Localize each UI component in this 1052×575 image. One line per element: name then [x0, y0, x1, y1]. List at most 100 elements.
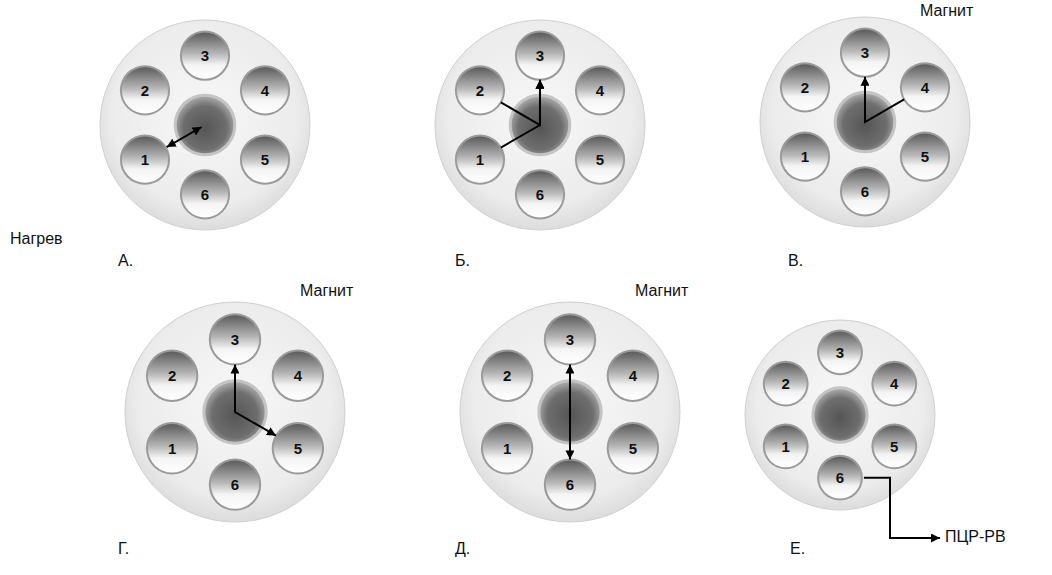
cartridge-disc-node: В.123456	[760, 17, 970, 227]
well-node: 1	[457, 137, 503, 183]
center-well-rim	[811, 386, 868, 443]
well-number: 3	[861, 45, 869, 60]
well-number: 5	[890, 439, 898, 454]
disc-body	[435, 20, 645, 230]
well-rim	[240, 135, 290, 185]
well-node: 1	[483, 424, 531, 472]
disc-body	[745, 320, 935, 510]
well-number: 3	[836, 345, 844, 360]
well-node: 5	[902, 134, 948, 180]
well-node: 6	[546, 460, 594, 508]
well-number: 2	[503, 368, 511, 383]
transfer-arrow	[501, 80, 540, 148]
cartridge-disc	[100, 20, 310, 230]
well	[211, 315, 259, 363]
well-node: 5	[873, 425, 915, 467]
well-number: 5	[596, 152, 604, 167]
well	[457, 67, 503, 113]
well	[902, 64, 948, 110]
well-node: 3	[211, 315, 259, 363]
label-holder: ПЦР-РВ	[945, 528, 1006, 546]
well-number: 6	[836, 470, 844, 485]
panel-letter: Д.	[455, 540, 470, 557]
well	[483, 424, 531, 472]
cartridge-disc	[460, 302, 680, 522]
well-node: 3	[517, 33, 563, 79]
well-number: 1	[801, 149, 809, 164]
well-rim	[607, 350, 659, 402]
well	[609, 352, 657, 400]
well-number: 2	[141, 83, 149, 98]
label-holder: Магнит	[635, 282, 688, 300]
well-number: 2	[476, 83, 484, 98]
well-node: 2	[148, 352, 196, 400]
well-rim	[515, 31, 565, 81]
well-number: 4	[596, 83, 604, 98]
well-node: 4	[609, 352, 657, 400]
well-rim	[146, 350, 198, 402]
well-number: 6	[566, 477, 574, 492]
transfer-arrow	[864, 478, 940, 538]
well-node: 5	[242, 137, 288, 183]
well-rim	[455, 65, 505, 115]
well-rim	[180, 31, 230, 81]
magnet-label: Магнит	[300, 282, 353, 299]
well-number: 3	[536, 48, 544, 63]
well-rim	[455, 135, 505, 185]
label-holder: Магнит	[920, 2, 973, 20]
well-rim	[763, 423, 809, 469]
well-number: 3	[566, 332, 574, 347]
well-number: 4	[890, 376, 898, 391]
well-node: 5	[577, 137, 623, 183]
well-number: 1	[503, 441, 511, 456]
well-number: 6	[536, 187, 544, 202]
panel-letter: Б.	[455, 252, 470, 269]
well	[873, 425, 915, 467]
well-rim	[780, 62, 830, 112]
well-number: 6	[201, 187, 209, 202]
cartridge-disc	[745, 320, 935, 510]
well	[842, 168, 888, 214]
well	[148, 424, 196, 472]
label-holder: Нагрев	[10, 230, 63, 248]
well-node: 2	[782, 64, 828, 110]
well-rim	[871, 361, 917, 407]
cartridge-disc-node: А.123456	[100, 20, 310, 230]
well-rim	[240, 65, 290, 115]
well-node: 2	[122, 67, 168, 113]
well-node: 4	[873, 363, 915, 405]
cartridge-disc	[125, 302, 345, 522]
well-number: 6	[231, 477, 239, 492]
well-node: 5	[274, 424, 322, 472]
well-rim	[209, 458, 261, 510]
well-node: 4	[242, 67, 288, 113]
well	[546, 315, 594, 363]
panel-letter: А.	[118, 252, 133, 269]
cartridge-disc-node: Д.123456	[460, 302, 680, 522]
panel-letter-holder: Е.	[790, 540, 805, 558]
well-rim	[544, 313, 596, 365]
well	[819, 331, 861, 373]
panel-letter-holder: В.	[788, 252, 803, 270]
cartridge-disc-node: Б.123456	[435, 20, 645, 230]
well-rim	[209, 313, 261, 365]
well-node: 5	[609, 424, 657, 472]
well-rim	[840, 166, 890, 216]
cartridge-disc-node: Г.123456	[125, 302, 345, 522]
panel-letter-holder: Д.	[455, 540, 470, 558]
label-holder: Магнит	[300, 282, 353, 300]
well-rim	[871, 423, 917, 469]
well-rim	[780, 132, 830, 182]
well	[517, 171, 563, 217]
disc-body	[760, 17, 970, 227]
panel-letter-holder: А.	[118, 252, 133, 270]
well-node: 3	[182, 33, 228, 79]
well-number: 4	[261, 83, 269, 98]
well	[517, 33, 563, 79]
well-rim	[180, 169, 230, 219]
well	[457, 137, 503, 183]
cartridge-disc	[760, 17, 970, 227]
well	[782, 134, 828, 180]
